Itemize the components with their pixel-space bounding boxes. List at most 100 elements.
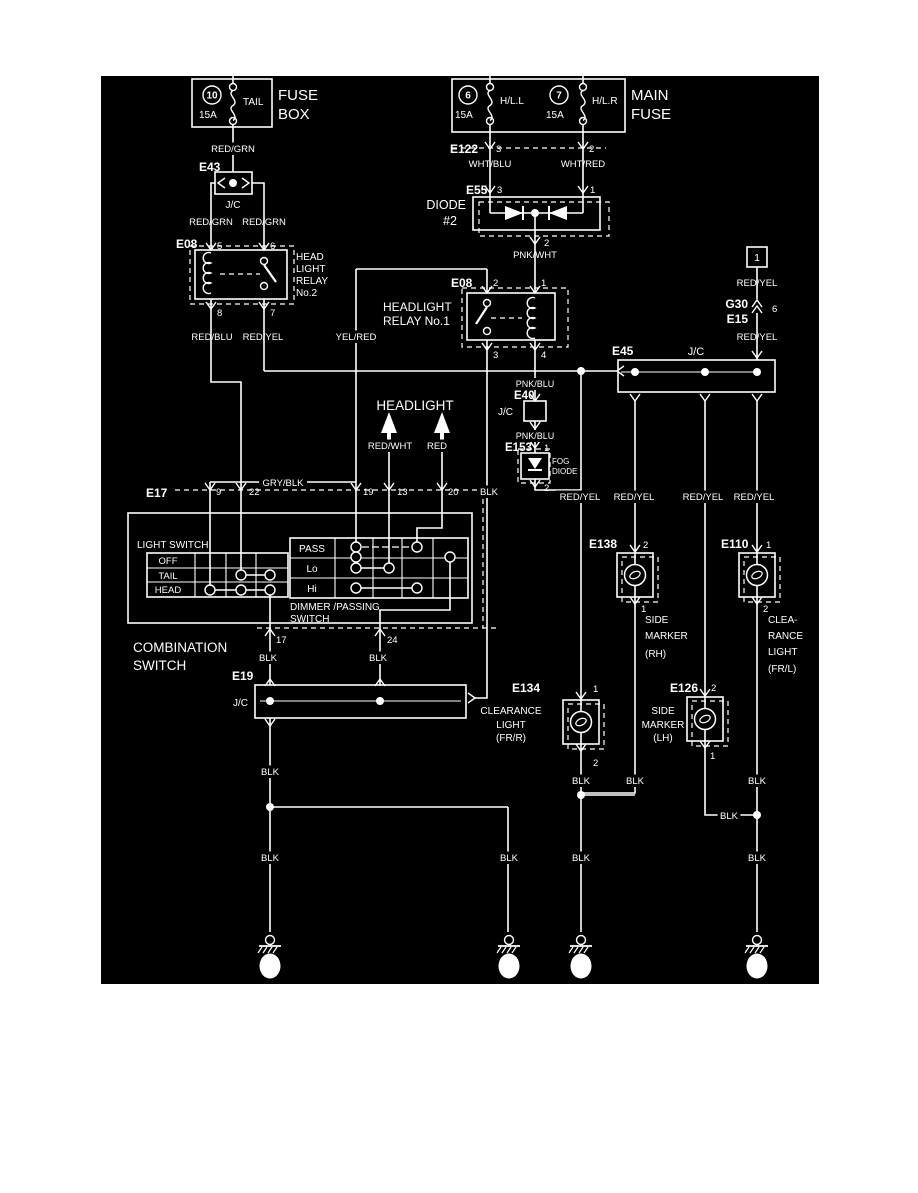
ground-icon (575, 934, 587, 946)
wire-label: RED/YEL (737, 332, 778, 343)
wire (210, 299, 242, 570)
pin-arrow-icon (529, 342, 541, 352)
label-mask (717, 809, 741, 822)
connector-dashed-outline (621, 556, 659, 603)
wire-label: RED/GRN (189, 217, 233, 228)
wire-label: BLK (369, 653, 388, 664)
fuse-number-circle (458, 85, 478, 105)
bulb-clearance-frl-filament (751, 570, 763, 580)
wire (252, 182, 265, 250)
junction-dot (531, 209, 539, 217)
combination-switch-label: COMBINATION (133, 640, 227, 655)
connector-dashed-outline (691, 700, 729, 747)
connector-dashed-outline (743, 556, 781, 603)
wire-label: PNK/BLU (516, 379, 555, 389)
wire-label: 2 (763, 604, 768, 615)
relay1-label: RELAY No.1 (383, 314, 450, 328)
fuse-number: 10 (206, 91, 218, 102)
side-marker-rh-label: SIDE (645, 615, 669, 626)
e45-junction-box (617, 359, 776, 393)
dimmer-switch-table (289, 537, 469, 599)
pin-arrow-icon (575, 691, 587, 701)
junction-dot (376, 697, 384, 705)
ground-number: 9 (266, 959, 273, 974)
wire-label: 17 (276, 635, 287, 646)
connector-e40: E40 (514, 390, 534, 402)
ground-icon (503, 934, 515, 946)
fuse-hll-name: H/L.L (500, 96, 524, 107)
wire-label: 2 (711, 683, 716, 694)
pin-arrow-icon (699, 688, 711, 698)
pin-arrow-icon (529, 285, 541, 295)
ground-number: 7 (753, 959, 760, 974)
fuse-number-circle (202, 85, 222, 105)
wire-label: RED (427, 441, 447, 452)
connector-dashed-outline (478, 201, 610, 237)
wire-label: RED/YEL (737, 278, 778, 289)
label-mask (745, 774, 769, 787)
wire-label: 5 (217, 241, 222, 252)
relay-coil-icon (202, 251, 213, 295)
fuse-hlr-rating: 15A (546, 110, 564, 121)
wire (534, 479, 581, 491)
wire-label: 8 (217, 308, 222, 319)
fuse-number: 7 (556, 91, 562, 102)
pin-arrow-icon (529, 393, 541, 403)
wire-label: HEAD (296, 252, 324, 263)
wire-label: J/C (233, 698, 248, 709)
wire-label: 2 (544, 483, 549, 494)
wire-label: WHT/RED (561, 159, 605, 170)
wire (474, 340, 488, 699)
main-fuse-title: MAIN (631, 87, 669, 104)
fog-diode-arrow (528, 458, 542, 469)
switch-contact (264, 569, 276, 581)
ground-number-badge (498, 953, 520, 979)
switch-contact (264, 584, 276, 596)
pin-arrow-icon (264, 627, 276, 637)
switch-contact (204, 584, 216, 596)
fuse-number: 6 (465, 91, 471, 102)
ground-icon (751, 934, 763, 946)
pin-arrow-icon (374, 677, 386, 687)
wire-label: 2 (593, 758, 598, 769)
wire-label: TAIL (158, 571, 177, 582)
wire-label: RED/YEL (560, 492, 601, 503)
wire-label: 2 (493, 278, 498, 289)
pin-arrow-icon (264, 718, 276, 728)
switch-contact (411, 582, 423, 594)
ground-icon (578, 946, 584, 954)
junction-dot (266, 697, 274, 705)
bulb-clearance-frr-filament (575, 717, 587, 727)
combination-switch-label: SWITCH (133, 658, 186, 673)
junction-dot (753, 368, 761, 376)
wire (379, 562, 451, 685)
bulb-side-marker-rh-filament (629, 570, 641, 580)
wire-label: BLK (572, 853, 591, 864)
bulb-side-marker-rh (623, 563, 647, 587)
pin-arrow-icon (529, 421, 541, 431)
clearance-frl-label: (FR/L) (768, 664, 796, 675)
diode-arrow (505, 206, 523, 220)
connector-e134: E134 (512, 681, 540, 695)
wire-label: Lo (306, 564, 318, 575)
label-mask (366, 651, 390, 664)
connector-e15: E15 (727, 312, 749, 326)
junction-dot (701, 368, 709, 376)
ground-icon (267, 946, 273, 954)
ground-icon (501, 946, 507, 954)
headlight-label: HEADLIGHT (376, 398, 453, 413)
wire-label: J/C (498, 407, 513, 418)
label-mask (745, 851, 769, 864)
wire-label: 9 (216, 487, 221, 498)
wire-label: 1 (541, 278, 546, 289)
fuse-hll-rating: 15A (455, 110, 473, 121)
label-mask (259, 476, 307, 489)
pin-arrow-icon (467, 692, 477, 704)
pin-arrow-icon (205, 242, 217, 252)
pin-arrow-icon (699, 740, 711, 750)
wire-label: BLK (748, 776, 767, 787)
wire-label: RELAY (296, 276, 328, 287)
wire-label: BLK (480, 487, 499, 498)
